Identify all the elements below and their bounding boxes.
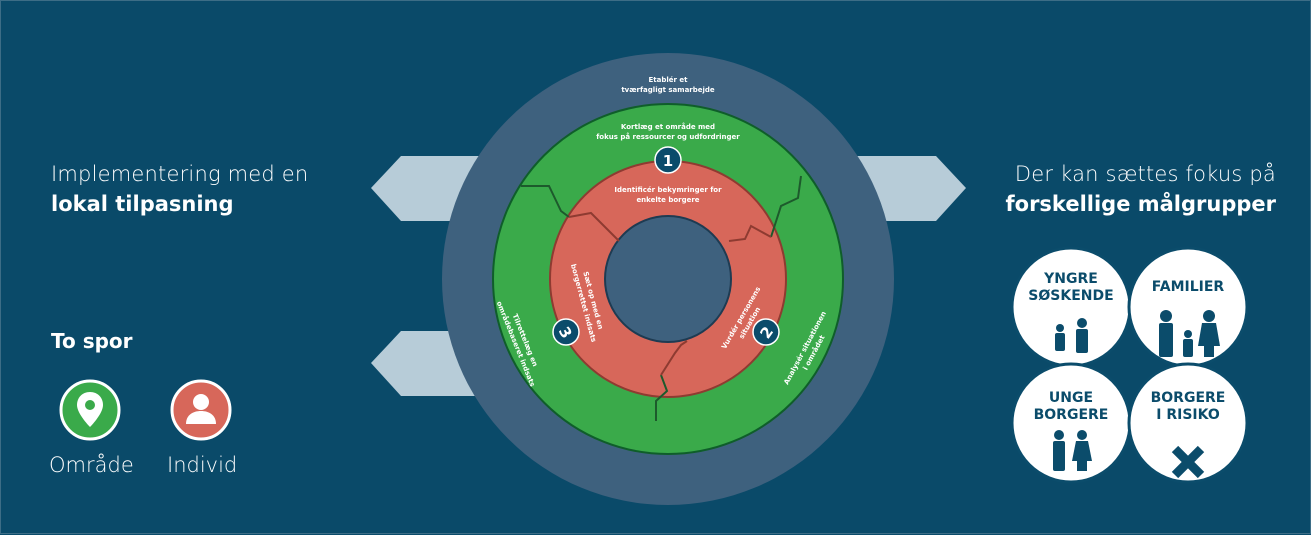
group-line: FAMILIER xyxy=(1151,279,1225,295)
target-groups xyxy=(1010,246,1249,484)
group-line: I RISIKO xyxy=(1156,407,1220,423)
group-label-young-citizens: UNGE BORGERE xyxy=(1016,390,1126,424)
step-badge-2: 2 xyxy=(752,318,780,346)
svg-text:1: 1 xyxy=(663,152,673,170)
group-circle-younger-siblings xyxy=(1010,246,1132,368)
person-icon xyxy=(170,379,232,441)
right-title: Der kan sættes fokus på forskellige målg… xyxy=(936,159,1277,219)
right-title-light: Der kan sættes fokus på xyxy=(1014,162,1276,186)
group-label-families: FAMILIER xyxy=(1133,279,1243,296)
group-line: UNGE xyxy=(1048,390,1094,406)
group-line: SØSKENDE xyxy=(1028,288,1114,304)
left-arrow-top xyxy=(371,156,481,221)
group-line: BORGERE xyxy=(1033,407,1109,423)
track-label-area: Område xyxy=(49,453,134,477)
left-title-bold: lokal tilpasning xyxy=(51,192,234,216)
segment-dividers xyxy=(521,175,802,421)
location-pin-icon xyxy=(59,379,121,441)
young-citizens-icon xyxy=(1053,430,1092,471)
left-title-light: Implementering med en xyxy=(51,162,309,186)
group-label-at-risk: BORGERE I RISIKO xyxy=(1133,390,1243,424)
group-line: YNGRE xyxy=(1044,271,1098,287)
group-circle-at-risk xyxy=(1127,362,1249,484)
families-icon xyxy=(1159,310,1220,357)
red-top-text-1: Identificér bekymringer for xyxy=(614,186,722,194)
younger-siblings-icon xyxy=(1055,318,1088,353)
group-label-younger-siblings: YNGRE SØSKENDE xyxy=(1016,271,1126,305)
step-badge-3: 3 xyxy=(552,318,580,346)
inner-hub xyxy=(604,215,732,343)
tracks-title: To spor xyxy=(51,329,133,353)
track-label-individual: Individ xyxy=(167,453,238,477)
red-top-text-2: enkelte borgere xyxy=(636,196,699,204)
group-line: BORGERE xyxy=(1150,390,1226,406)
right-title-bold: forskellige målgrupper xyxy=(1005,192,1277,216)
step-badge-1: 1 xyxy=(654,146,682,174)
x-mark-icon xyxy=(1171,445,1205,479)
green-top-text-1: Kortlæg et område med xyxy=(621,122,715,131)
outer-ring-text-2: tværfagligt samarbejde xyxy=(621,86,715,94)
segment-dividers-red xyxy=(568,211,772,376)
outer-ring-text-1: Etablér et xyxy=(649,76,689,84)
green-top-text-2: fokus på ressourcer og udfordringer xyxy=(596,132,740,141)
left-title: Implementering med en lokal tilpasning xyxy=(51,159,371,219)
right-arrow xyxy=(856,156,966,221)
